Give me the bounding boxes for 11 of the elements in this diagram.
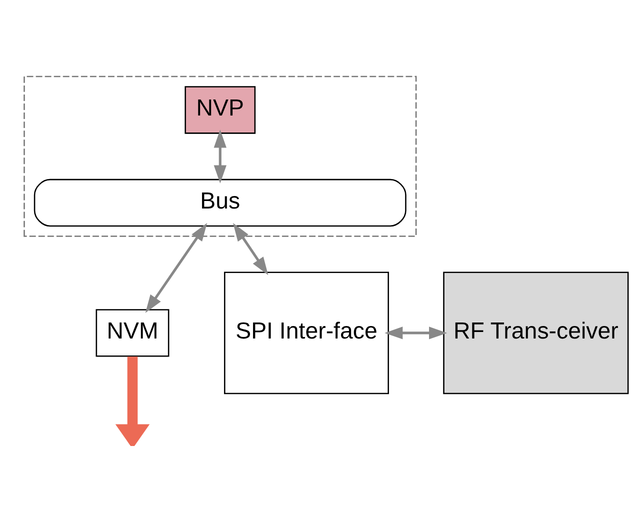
node-box: Bus bbox=[34, 178, 406, 226]
node-box: NVM bbox=[96, 308, 170, 356]
arrow bbox=[145, 222, 208, 312]
node-box: RF Trans-ceiver bbox=[443, 271, 629, 394]
arrow bbox=[384, 326, 448, 339]
arrow bbox=[233, 222, 268, 275]
node-box: SPI Inter-face bbox=[224, 271, 389, 394]
arrow bbox=[115, 356, 150, 446]
cluster bbox=[24, 75, 417, 236]
arrow bbox=[214, 129, 226, 183]
node-box: NVP bbox=[184, 86, 256, 134]
